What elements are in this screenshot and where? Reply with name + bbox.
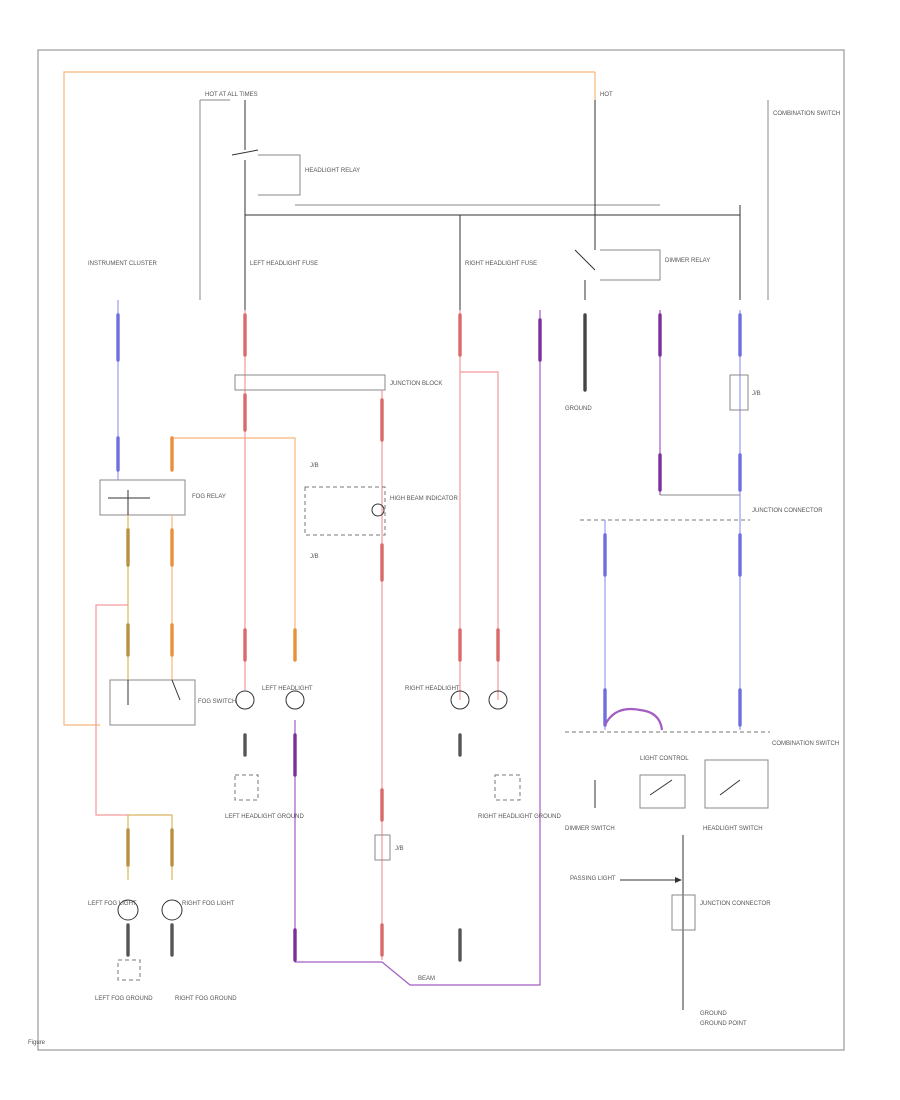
label-headlight-relay: HEADLIGHT RELAY xyxy=(305,168,360,174)
label-dimmer-relay: DIMMER RELAY xyxy=(665,258,710,264)
jb-bottom-box xyxy=(671,894,696,931)
label-high-beam-indicator: HIGH BEAM INDICATOR xyxy=(390,496,458,502)
label-junction-connector: JUNCTION CONNECTOR xyxy=(752,508,823,514)
label-left-headlight-fuse: LEFT HEADLIGHT FUSE xyxy=(250,261,318,267)
label-ground-right: COMBINATION SWITCH xyxy=(773,111,840,117)
label-right-fog: RIGHT FOG LIGHT xyxy=(182,901,235,907)
footer-label: Figure xyxy=(28,1040,46,1046)
label-fuel-connector: J/B xyxy=(310,554,319,560)
passing-light-arrowhead xyxy=(675,877,682,883)
jb-left-box xyxy=(234,374,386,391)
label-right-headlight-fuse: RIGHT HEADLIGHT FUSE xyxy=(465,261,537,267)
fog-switch-box xyxy=(109,679,196,726)
diagram-frame xyxy=(37,49,845,1051)
label-jb-connector: J/B xyxy=(310,463,319,469)
wire-orange-fog xyxy=(172,437,296,640)
label-beam: BEAM xyxy=(418,976,435,982)
dimmer-relay-switch xyxy=(574,249,596,300)
label-passing-light: PASSING LIGHT xyxy=(570,876,616,882)
label-ground-bottom: GROUND xyxy=(700,1011,727,1017)
high-beam-indicator-icon xyxy=(371,503,385,517)
label-left-fog-gnd: LEFT FOG GROUND xyxy=(95,996,153,1002)
label-left-headlight-gnd: LEFT HEADLIGHT GROUND xyxy=(225,814,304,820)
wire-purple xyxy=(294,310,541,986)
label-right-fog-gnd: RIGHT FOG GROUND xyxy=(175,996,237,1002)
right-headlight-low-icon xyxy=(450,690,470,710)
label-left-fog: LEFT FOG LIGHT xyxy=(88,901,137,907)
light-control-switch xyxy=(639,774,686,809)
left-headlight-ground-box xyxy=(234,774,259,801)
label-junction-connector-2: JUNCTION CONNECTOR xyxy=(700,901,771,907)
wire-pink-right-hl2 xyxy=(460,371,499,700)
label-fog-switch: FOG SWITCH xyxy=(198,699,236,705)
instrument-cluster-box xyxy=(304,486,386,536)
label-jb-left: JUNCTION BLOCK xyxy=(390,381,442,387)
headlight-relay-coil xyxy=(258,154,301,196)
jb-right-box xyxy=(729,374,749,411)
headlight-switch-blade xyxy=(719,779,741,796)
wire-orange-loop xyxy=(63,71,595,726)
label-fuse-top-right: HOT xyxy=(600,92,613,98)
label-dimmer-switch: DIMMER SWITCH xyxy=(565,826,615,832)
fog-ground-box xyxy=(117,959,141,981)
label-right-headlight-gnd: RIGHT HEADLIGHT GROUND xyxy=(478,814,561,820)
label-ground-point: GROUND POINT xyxy=(700,1021,747,1027)
fog-relay-switch xyxy=(108,490,150,515)
headlight-switch-box xyxy=(704,759,769,809)
label-jb-right: J/B xyxy=(752,391,761,397)
label-light-control: LIGHT CONTROL xyxy=(640,756,689,762)
left-fog-light-icon xyxy=(117,899,139,921)
label-jb-bottom: J/B xyxy=(395,846,404,852)
wire-fog-right-down xyxy=(128,814,173,880)
right-headlight-high-icon xyxy=(488,690,508,710)
label-ground-mid: GROUND xyxy=(565,406,592,412)
label-left-headlight: LEFT HEADLIGHT xyxy=(262,686,313,692)
right-fog-light-icon xyxy=(161,899,183,921)
label-instrument-cluster: INSTRUMENT CLUSTER xyxy=(88,261,158,267)
wire-purple-arc xyxy=(604,707,664,731)
fog-switch-contacts xyxy=(127,679,181,705)
light-control-blade xyxy=(649,779,673,796)
label-headlight-switch: HEADLIGHT SWITCH xyxy=(703,826,763,832)
headlight-relay-switch xyxy=(231,149,259,215)
left-headlight-high-icon xyxy=(285,690,305,710)
dimmer-relay-coil xyxy=(600,249,661,281)
label-fuse-top-left: HOT AT ALL TIMES xyxy=(205,92,258,98)
label-fog-relay: FOG RELAY xyxy=(192,494,226,500)
jb-center-box xyxy=(374,834,391,861)
left-headlight-low-icon xyxy=(235,690,255,710)
label-combination-switch: COMBINATION SWITCH xyxy=(772,741,839,747)
right-headlight-ground-box xyxy=(494,774,521,801)
fog-relay-box xyxy=(99,479,186,516)
label-right-headlight: RIGHT HEADLIGHT xyxy=(405,686,460,692)
wire-pink-left xyxy=(95,604,128,816)
